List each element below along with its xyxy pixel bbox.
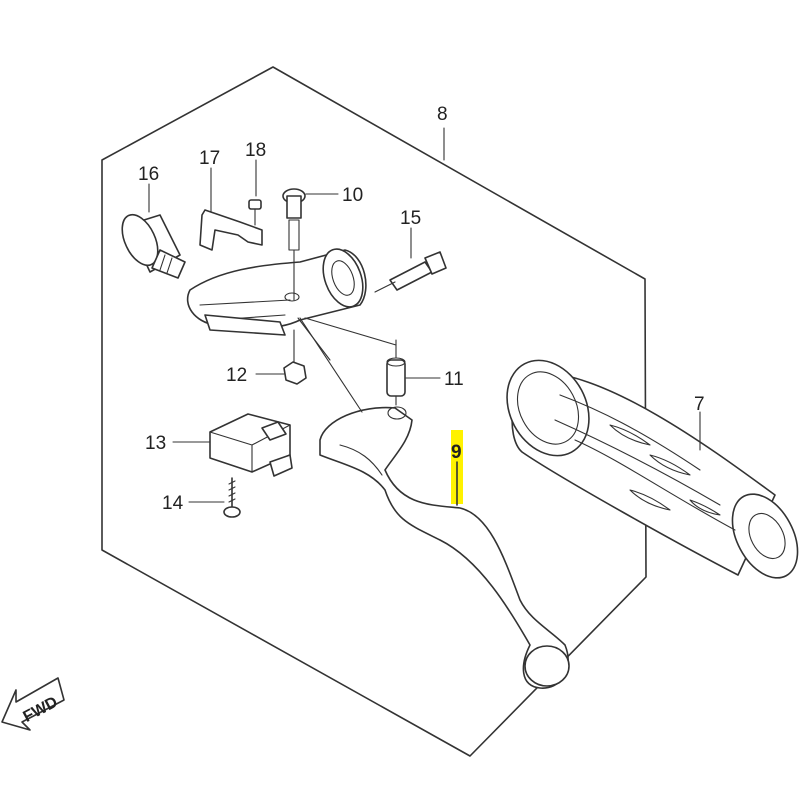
callout-18: 18	[245, 140, 266, 161]
callout-9: 9	[451, 442, 462, 463]
callout-12: 12	[226, 365, 247, 386]
assembly-boundary	[101, 66, 647, 757]
holder-drawing	[186, 248, 367, 336]
callout-13: 13	[145, 433, 166, 454]
part-16-drawing	[121, 213, 186, 279]
part-12-drawing	[283, 361, 307, 385]
callout-7: 7	[694, 394, 705, 415]
leader-lines	[148, 127, 701, 503]
part-18-drawing	[248, 199, 262, 226]
part-10-drawing	[282, 188, 306, 301]
grip-drawing	[506, 359, 799, 579]
callout-14: 14	[162, 493, 184, 514]
assembly-guides	[297, 317, 397, 413]
callout-11: 11	[444, 369, 464, 390]
part-13-drawing	[209, 413, 293, 477]
part-14-drawing	[223, 477, 241, 518]
callout-15: 15	[400, 208, 421, 229]
fwd-arrow: FWD	[1, 677, 65, 731]
callout-16: 16	[138, 164, 159, 185]
part-11-drawing	[386, 339, 406, 406]
callout-17: 17	[199, 148, 220, 169]
callout-8: 8	[437, 104, 448, 125]
part-15-drawing	[374, 251, 447, 293]
part-17-drawing	[199, 209, 263, 251]
callout-10: 10	[342, 185, 363, 206]
lever-drawing	[319, 406, 570, 689]
fwd-arrow-icon	[1, 677, 65, 731]
